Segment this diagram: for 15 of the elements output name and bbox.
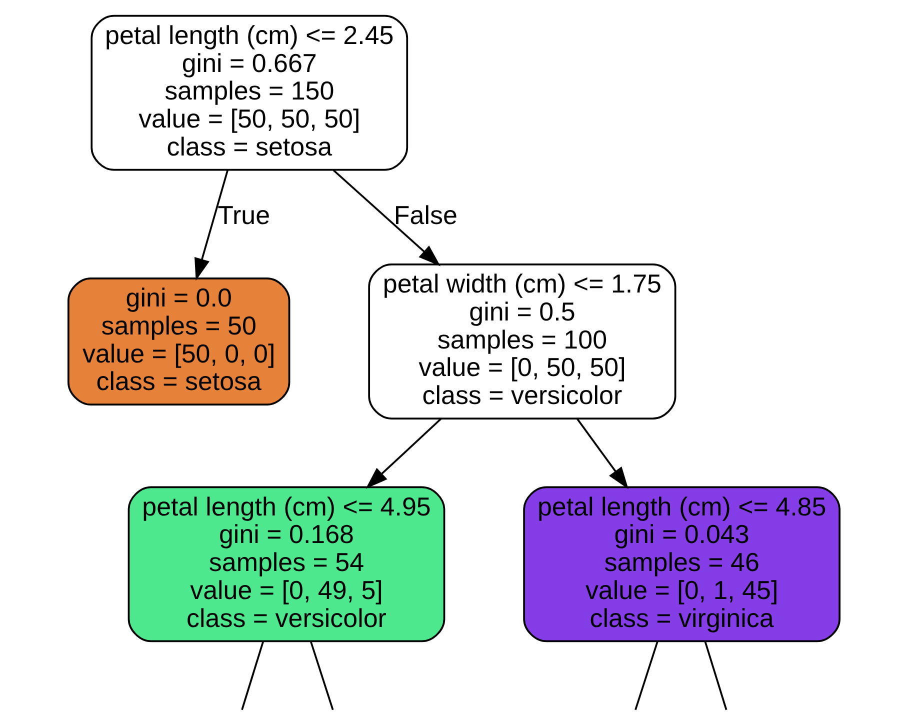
connector (309, 641, 334, 710)
connector (634, 641, 658, 710)
arrow (332, 169, 440, 266)
edge-label: True (217, 200, 270, 230)
connector (240, 641, 264, 710)
arrow (194, 170, 228, 281)
node-box: petal length (cm) <= 2.45 gini = 0.667 samples = 150 value = [50, 50, 50] class = setosa (90, 14, 408, 171)
node-box: gini = 0.0 samples = 50 value = [50, 0, 0] class = setosa (67, 277, 290, 406)
node-box: petal width (cm) <= 1.75 gini = 0.5 samples = 100 value = [0, 50, 50] class = versicolor (368, 264, 676, 420)
edge-label: False (393, 200, 457, 230)
arrow (365, 418, 442, 489)
node-box: petal length (cm) <= 4.85 gini = 0.043 samples = 46 value = [0, 1, 45] class = virginica (522, 486, 840, 642)
connector (704, 641, 727, 710)
arrow (576, 418, 628, 490)
node-box: petal length (cm) <= 4.95 gini = 0.168 samples = 54 value = [0, 49, 5] class = versicolor (127, 486, 445, 642)
